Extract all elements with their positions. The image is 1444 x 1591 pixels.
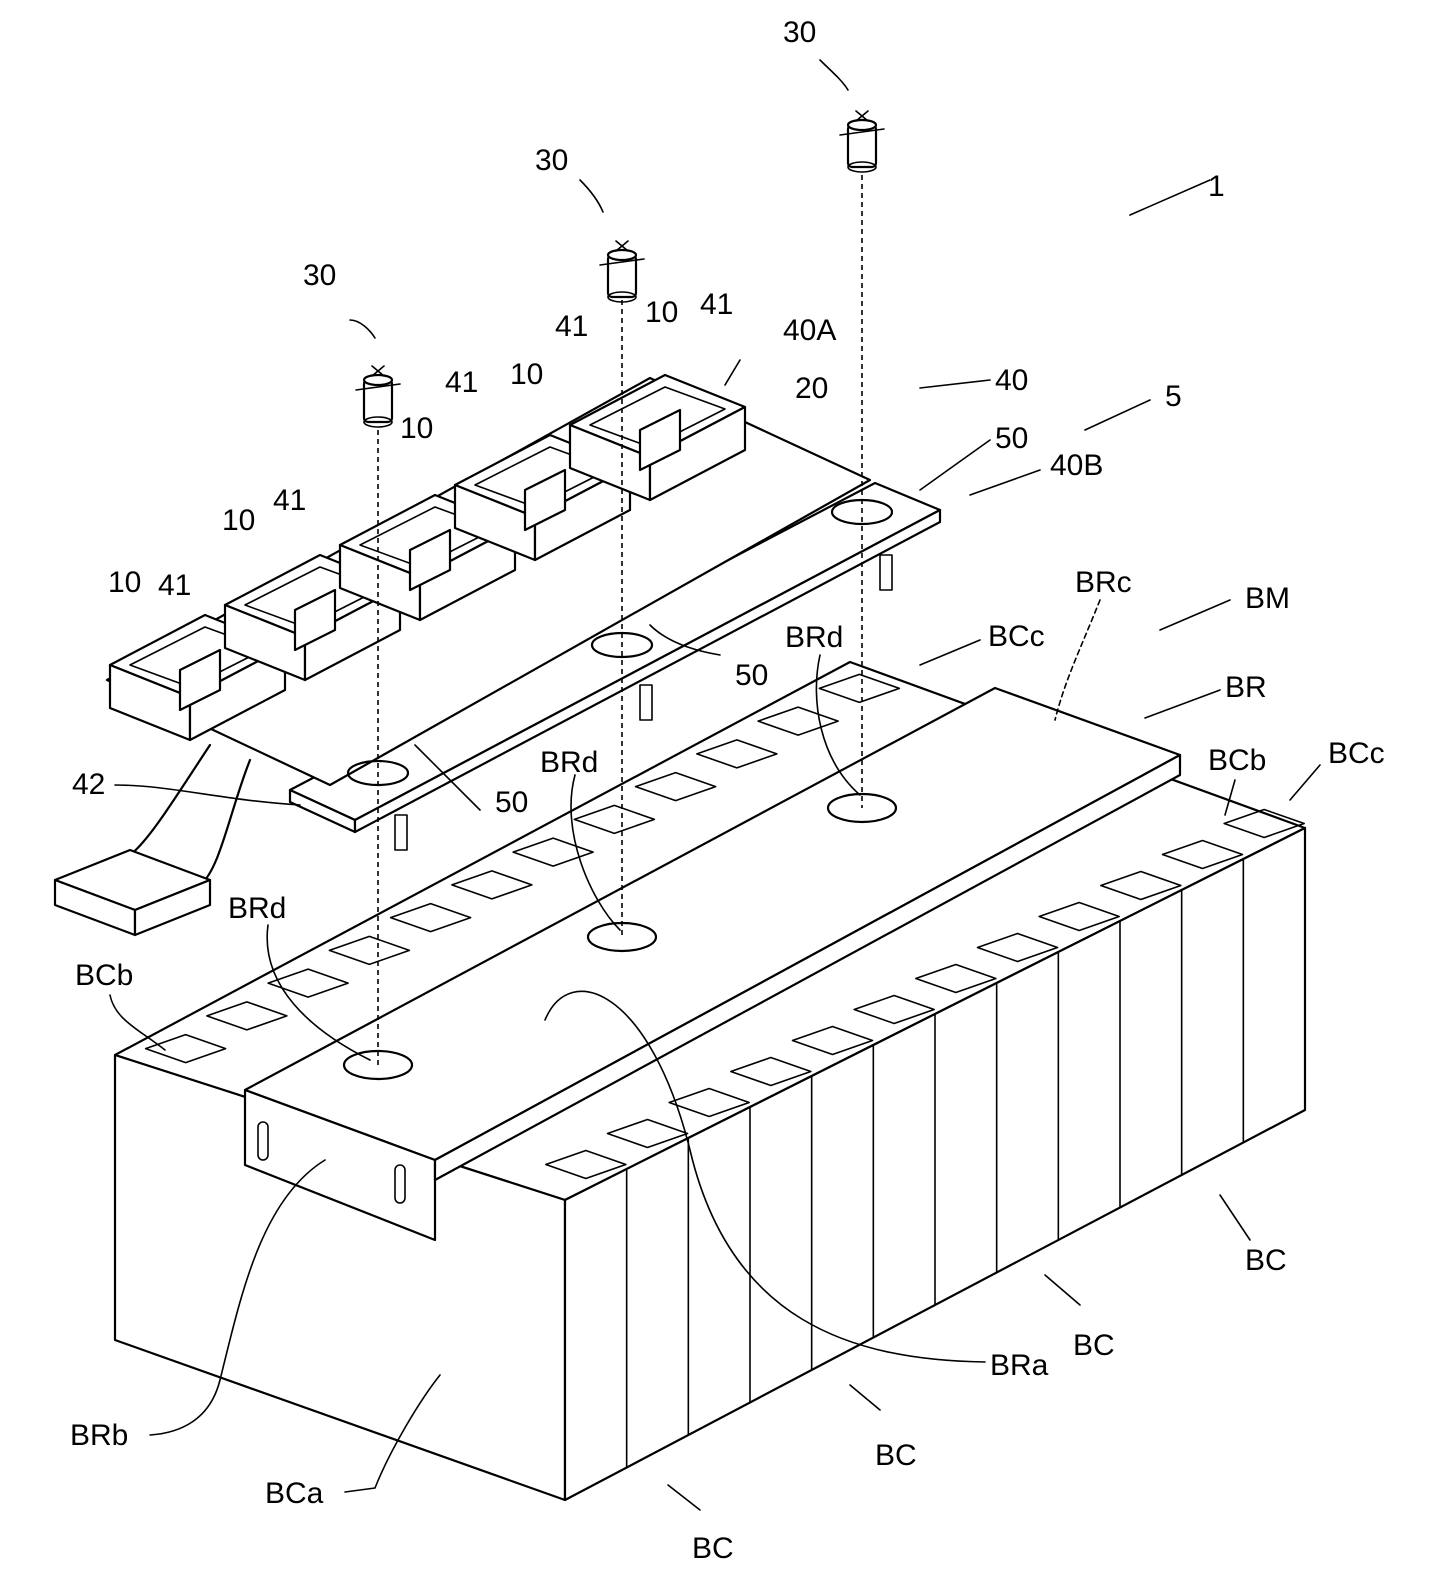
label-bc-4: BC bbox=[692, 1532, 734, 1565]
label-bcb-right: BCb bbox=[1208, 744, 1266, 777]
screw-30 bbox=[840, 111, 884, 172]
leg bbox=[880, 555, 892, 590]
label-50-right: 50 bbox=[995, 422, 1028, 455]
screw-top bbox=[364, 375, 392, 385]
screw-top bbox=[848, 120, 876, 130]
label-41-c: 41 bbox=[445, 366, 478, 399]
label-10-d: 10 bbox=[510, 358, 543, 391]
leader-30l bbox=[350, 320, 375, 338]
leader-1 bbox=[1130, 180, 1210, 215]
label-brd-left: BRd bbox=[228, 892, 286, 925]
leg bbox=[640, 685, 652, 720]
label-10-b: 10 bbox=[222, 504, 255, 537]
label-40: 40 bbox=[995, 364, 1028, 397]
label-10-e: 10 bbox=[645, 296, 678, 329]
label-10-c: 10 bbox=[400, 412, 433, 445]
leader-50r bbox=[920, 440, 990, 490]
cable-42-a bbox=[130, 745, 210, 855]
screw-top bbox=[608, 250, 636, 260]
leader-br bbox=[1145, 690, 1220, 718]
label-5: 5 bbox=[1165, 380, 1182, 413]
label-bcb-left: BCb bbox=[75, 959, 133, 992]
label-bcc-right: BCc bbox=[1328, 737, 1385, 770]
label-50-left: 50 bbox=[495, 786, 528, 819]
label-brb: BRb bbox=[70, 1419, 128, 1452]
label-42: 42 bbox=[72, 768, 105, 801]
label-brc: BRc bbox=[1075, 566, 1132, 599]
leader-40 bbox=[920, 380, 990, 388]
leader-30m bbox=[580, 180, 603, 212]
label-50-mid: 50 bbox=[735, 659, 768, 692]
leader-5 bbox=[1085, 400, 1150, 430]
label-bca: BCa bbox=[265, 1477, 324, 1510]
label-30-right: 30 bbox=[783, 16, 816, 49]
label-30-mid: 30 bbox=[535, 144, 568, 177]
label-bc-3: BC bbox=[875, 1439, 917, 1472]
label-41-e: 41 bbox=[700, 288, 733, 321]
screw-30 bbox=[356, 366, 400, 427]
label-bc-1: BC bbox=[1245, 1244, 1287, 1277]
label-br: BR bbox=[1225, 671, 1267, 704]
label-bm: BM bbox=[1245, 582, 1290, 615]
leg bbox=[395, 815, 407, 850]
label-41-d: 41 bbox=[555, 310, 588, 343]
label-30-left: 30 bbox=[303, 259, 336, 292]
leader-40a bbox=[725, 360, 740, 385]
label-brd-mid: BRd bbox=[540, 746, 598, 779]
label-bra: BRa bbox=[990, 1349, 1049, 1382]
leader-brc bbox=[1055, 600, 1100, 720]
label-1: 1 bbox=[1208, 170, 1225, 203]
leader-bc1 bbox=[1220, 1195, 1250, 1240]
label-41-a: 41 bbox=[158, 569, 191, 602]
leader-42 bbox=[115, 785, 300, 805]
label-40b: 40B bbox=[1050, 449, 1103, 482]
label-20: 20 bbox=[795, 372, 828, 405]
leader-30r bbox=[820, 60, 848, 90]
leader-bc2 bbox=[1045, 1275, 1080, 1305]
label-bc-2: BC bbox=[1073, 1329, 1115, 1362]
leader-bcc bbox=[920, 640, 980, 665]
label-41-b: 41 bbox=[273, 484, 306, 517]
leader-40b bbox=[970, 470, 1040, 495]
label-bcc-top: BCc bbox=[988, 620, 1045, 653]
leader-bc4 bbox=[668, 1485, 700, 1510]
screw-30 bbox=[600, 241, 644, 302]
label-40a: 40A bbox=[783, 314, 836, 347]
leader-bc3 bbox=[850, 1385, 880, 1410]
label-brd-right: BRd bbox=[785, 621, 843, 654]
cable-42-b bbox=[200, 760, 250, 885]
leader-bm bbox=[1160, 600, 1230, 630]
label-10-a: 10 bbox=[108, 566, 141, 599]
leader-bcc2 bbox=[1290, 765, 1320, 800]
